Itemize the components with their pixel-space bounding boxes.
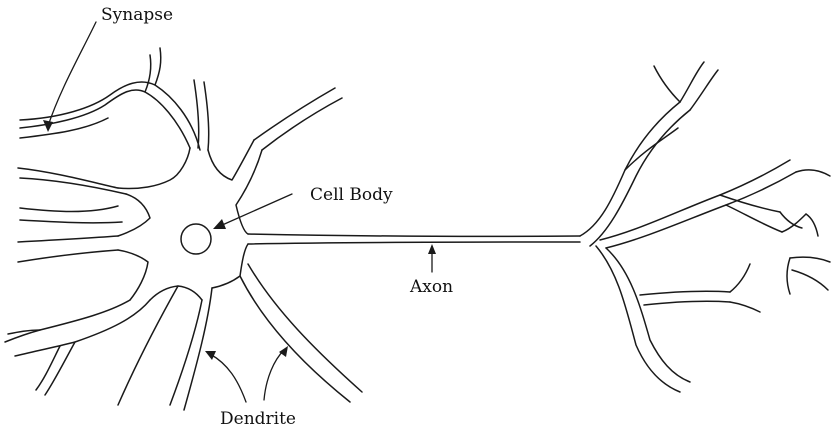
- nucleus: [181, 224, 211, 254]
- axon-pointer: [428, 244, 436, 272]
- dendrite-label: Dendrite: [220, 409, 296, 429]
- dendrites: [5, 48, 362, 410]
- dendrite-pointer-left: [205, 351, 246, 402]
- synapse-label: Synapse: [101, 5, 173, 25]
- axon-label: Axon: [409, 277, 453, 297]
- dendrite-pointer-right: [264, 346, 288, 400]
- synapse-pointer: [43, 22, 96, 132]
- axon: [248, 234, 580, 244]
- axon-terminals: [580, 62, 830, 392]
- cell-body-pointer: [213, 194, 292, 229]
- cell-body-label: Cell Body: [310, 185, 393, 205]
